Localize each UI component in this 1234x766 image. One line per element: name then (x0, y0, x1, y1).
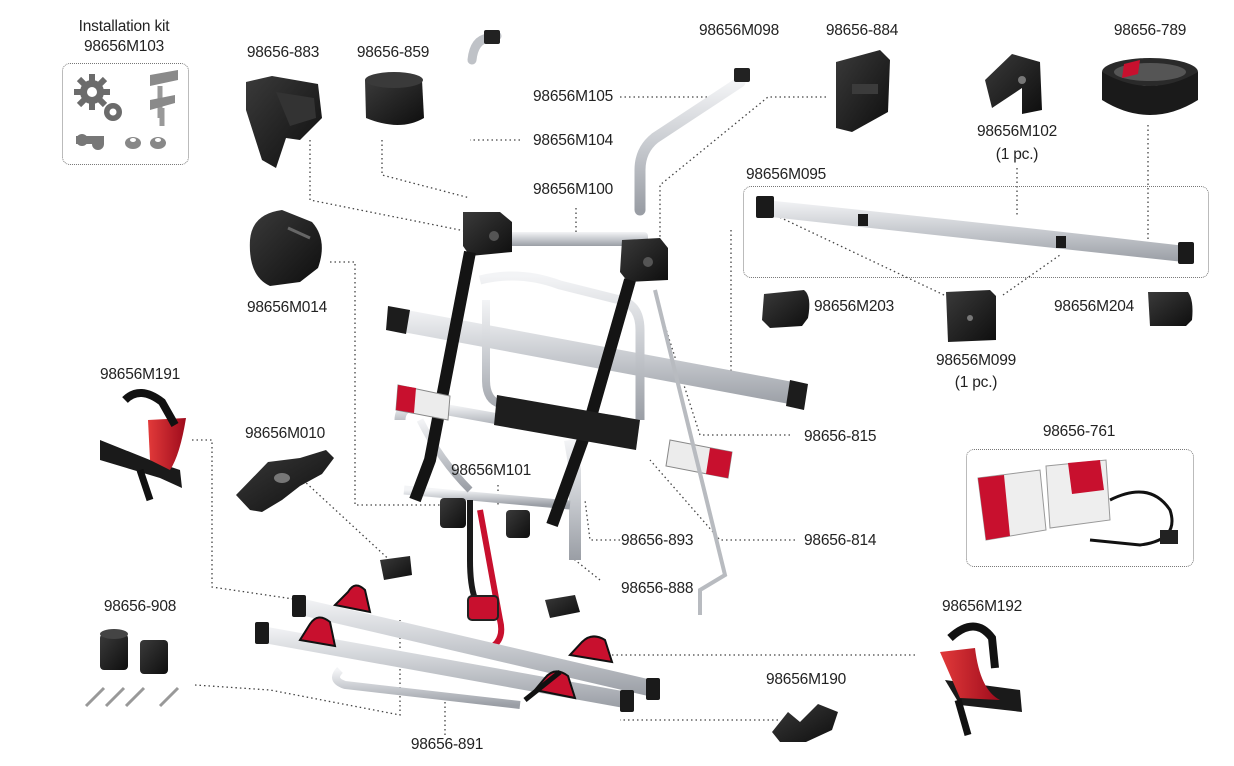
part-label-98656-814: 98656-814 (804, 532, 877, 549)
part-98656-883-drawing (246, 76, 322, 168)
part-label-98656M192: 98656M192 (941, 598, 1023, 615)
bike-carrier-frame (255, 30, 808, 712)
part-label-98656-884: 98656-884 (825, 22, 899, 39)
part-label-98656M203: 98656M203 (814, 298, 895, 315)
part-98656M095-drawing (756, 196, 1194, 264)
part-label-98656M191: 98656M191 (99, 366, 181, 383)
part-98656M192-drawing (940, 622, 1022, 736)
part-label-98656M102: 98656M102 (976, 123, 1058, 140)
part-98656M191-drawing (100, 389, 186, 502)
part-98656-908-drawing (84, 629, 180, 708)
installation-kit-code: 98656M103 (83, 38, 165, 55)
part-label-98656M100: 98656M100 (533, 181, 614, 198)
leader-lines (192, 70, 1149, 735)
installation-kit-icons (74, 70, 178, 150)
part-label-98656-883: 98656-883 (246, 44, 320, 61)
part-label-98656M105: 98656M105 (533, 88, 614, 105)
part-98656-884-drawing (836, 50, 890, 132)
part-label-98656M014: 98656M014 (246, 299, 328, 316)
part-98656M010-drawing (236, 450, 334, 512)
part-label-98656M101: 98656M101 (450, 462, 532, 479)
part-label-98656M095: 98656M095 (746, 166, 827, 183)
part-label-98656M010: 98656M010 (244, 425, 326, 442)
part-label-98656-789: 98656-789 (1113, 22, 1187, 39)
part-label-98656M099-qty: (1 pc.) (954, 374, 998, 391)
part-label-98656M098: 98656M098 (698, 22, 780, 39)
part-98656-859-drawing (365, 72, 424, 125)
part-label-98656-891: 98656-891 (410, 736, 484, 753)
part-label-98656-908: 98656-908 (103, 598, 177, 615)
part-98656M102-drawing (985, 54, 1042, 114)
part-label-98656-888: 98656-888 (621, 580, 694, 597)
part-label-98656M099: 98656M099 (935, 352, 1017, 369)
part-label-98656-859: 98656-859 (356, 44, 430, 61)
part-98656M203-drawing (762, 290, 810, 328)
part-label-98656M102-qty: (1 pc.) (995, 146, 1039, 163)
part-98656-789-drawing (1102, 58, 1198, 115)
part-label-98656-893: 98656-893 (621, 532, 694, 549)
part-98656M014-drawing (249, 210, 322, 286)
part-label-98656-815: 98656-815 (804, 428, 877, 445)
part-label-98656M104: 98656M104 (533, 132, 614, 149)
rail-kit-box (743, 186, 1209, 278)
part-label-98656M190: 98656M190 (765, 671, 847, 688)
part-98656M190-drawing (772, 704, 838, 742)
installation-kit-title: Installation kit (78, 18, 170, 35)
light-kit-box (966, 449, 1194, 567)
part-label-98656-761: 98656-761 (1042, 423, 1116, 440)
part-label-98656M204: 98656M204 (1054, 298, 1135, 315)
part-98656-761-drawing (977, 459, 1178, 547)
part-98656M204-drawing (1148, 292, 1193, 326)
installation-kit-box (62, 63, 189, 165)
part-98656M099-drawing (946, 290, 996, 342)
